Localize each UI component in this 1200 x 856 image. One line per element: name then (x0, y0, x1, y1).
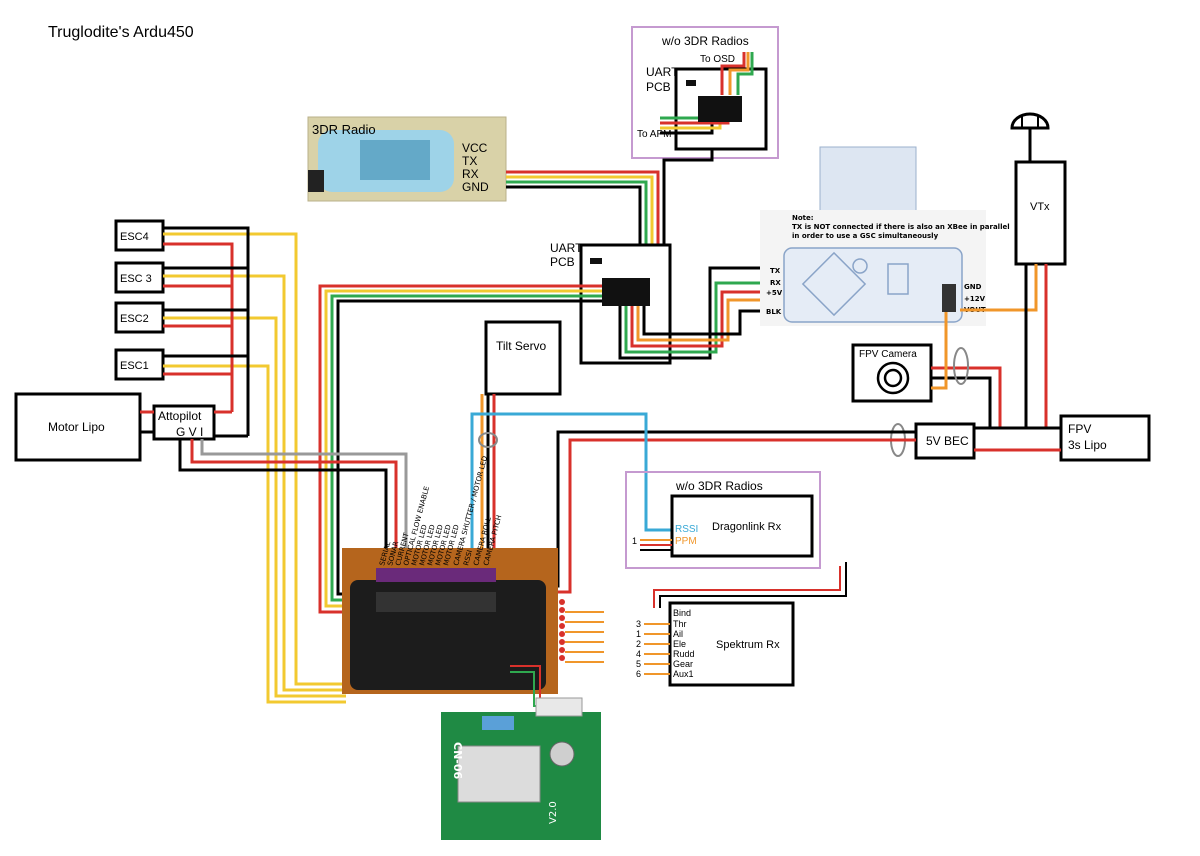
top-uart-chip (686, 80, 696, 86)
gps-chip (457, 745, 541, 803)
apm-pin-header (376, 568, 496, 582)
attopilot-pins: G V I (176, 425, 203, 439)
esc-label: ESC4 (120, 231, 149, 243)
radio-3dr-pin: RX (462, 167, 479, 181)
attopilot-box (152, 404, 216, 441)
fpv-camera: FPV Camera (851, 343, 933, 403)
gps-version: V2.0 (548, 801, 559, 824)
bec-label: 5V BEC (926, 434, 969, 448)
osd-note-title: Note: (792, 214, 814, 222)
osd-left-pin: +5V (766, 289, 783, 297)
top-uart-connector (698, 96, 742, 122)
osd-left-pin: BLK (766, 308, 782, 316)
osd-chip (801, 251, 867, 317)
uart-pcb-pcb-label: PCB (550, 255, 575, 269)
osd-small-photo (819, 146, 917, 220)
vtx-antenna-icon (1010, 112, 1050, 130)
fpv-camera-label: FPV Camera (859, 349, 917, 360)
radio-3dr-antenna-base (308, 170, 324, 192)
motor-lipo-box (14, 392, 142, 462)
gps-model: CN-06 (451, 742, 464, 779)
spektrum-channel: Gear (673, 659, 693, 669)
to-apm-label: To APM (637, 129, 671, 140)
zip-tie (953, 347, 969, 385)
osd-board: Note: TX is NOT connected if there is al… (760, 146, 1010, 326)
dragonlink-box (670, 494, 814, 558)
attopilot-label: Attopilot (158, 409, 202, 423)
fpv-lipo-box (1059, 414, 1151, 462)
osd-note-line2: in order to use a GSC simultaneously (792, 232, 939, 240)
radio-3dr-pin: TX (462, 154, 477, 168)
tilt-servo-label: Tilt Servo (496, 339, 547, 353)
vtx-box (1014, 160, 1067, 266)
apm-input-wires (559, 599, 604, 663)
dragonlink-group: w/o 3DR Radios Dragonlink Rx RSSI PPM 1 (625, 471, 821, 569)
dragonlink-label: Dragonlink Rx (712, 521, 782, 533)
uart-pcb-connector (602, 278, 650, 306)
top-radio-frame (631, 26, 779, 159)
spektrum-channel-number: 5 (636, 659, 641, 669)
spektrum-channel-number: 4 (636, 649, 641, 659)
dragonlink-ppm: PPM (675, 536, 697, 547)
apm-pin-label: RSSI (462, 549, 474, 566)
dragonlink-rssi: RSSI (675, 524, 698, 535)
top-pcb-label: PCB (646, 80, 671, 94)
radio-3dr-board (360, 140, 430, 180)
spektrum-box (668, 601, 795, 687)
osd-right-pin: GND (964, 283, 982, 291)
esc-label: ESC2 (120, 313, 149, 325)
esc-label: ESC1 (120, 360, 149, 372)
spektrum-channel: Ele (673, 639, 686, 649)
spektrum-channel-number: 1 (636, 629, 641, 639)
radio-3dr-pin: GND (462, 180, 489, 194)
tilt-servo-box (484, 320, 562, 396)
spektrum-channel-number: 2 (636, 639, 641, 649)
uart-pcb-uart-label: UART (550, 241, 583, 255)
radio-3dr-pin: VCC (462, 141, 488, 155)
osd-left-pin: TX (770, 267, 781, 275)
esc-box (114, 219, 165, 252)
osd-note-line1: TX is NOT connected if there is also an … (792, 223, 1010, 231)
gps-connector (535, 697, 583, 717)
top-radio-heading: w/o 3DR Radios (661, 34, 749, 48)
uart-pcb-chip (590, 258, 602, 264)
top-uart-label: UART (646, 65, 679, 79)
osd-left-pin: RX (770, 279, 781, 287)
spektrum-channel-number: 3 (636, 619, 641, 629)
spektrum-group: Spektrum Rx Bind Thr Ail Ele Rudd Gear A… (636, 562, 847, 687)
diagram-title: Truglodite's Ardu450 (48, 24, 194, 41)
spektrum-channel: Rudd (673, 649, 695, 659)
apm-board (342, 548, 558, 694)
osd-right-pin: +12V (964, 295, 986, 303)
vtx-label: VTx (1030, 201, 1050, 213)
spektrum-label: Spektrum Rx (716, 639, 780, 651)
spektrum-channel: Bind (673, 608, 691, 618)
top-radio-group: w/o 3DR Radios UART PCB To OSD To APM (631, 26, 779, 159)
spektrum-channel: Ail (673, 629, 683, 639)
spektrum-channel: Thr (673, 619, 687, 629)
dragonlink-frame (625, 471, 821, 569)
radio-3dr: 3DR Radio VCC TX RX GND (307, 116, 507, 202)
gps-module: CN-06 V2.0 (441, 665, 601, 840)
dragonlink-heading: w/o 3DR Radios (675, 479, 763, 493)
dragonlink-ppm-number: 1 (632, 536, 637, 546)
spektrum-channel-number: 6 (636, 669, 641, 679)
radio-3dr-label: 3DR Radio (312, 122, 376, 137)
motor-lipo-label: Motor Lipo (48, 420, 105, 434)
esc-label: ESC 3 (120, 273, 152, 285)
fpv-lipo-line1: FPV (1068, 422, 1091, 436)
vtx: VTx (1010, 112, 1067, 266)
spektrum-channel: Aux1 (673, 669, 694, 679)
esc-group: ESC4 ESC 3 ESC2 ESC1 (114, 219, 165, 381)
osd-pcb (783, 247, 963, 323)
fpv-lipo-line2: 3s Lipo (1068, 438, 1107, 452)
to-osd-label: To OSD (700, 54, 735, 65)
osd-right-header (942, 284, 956, 312)
